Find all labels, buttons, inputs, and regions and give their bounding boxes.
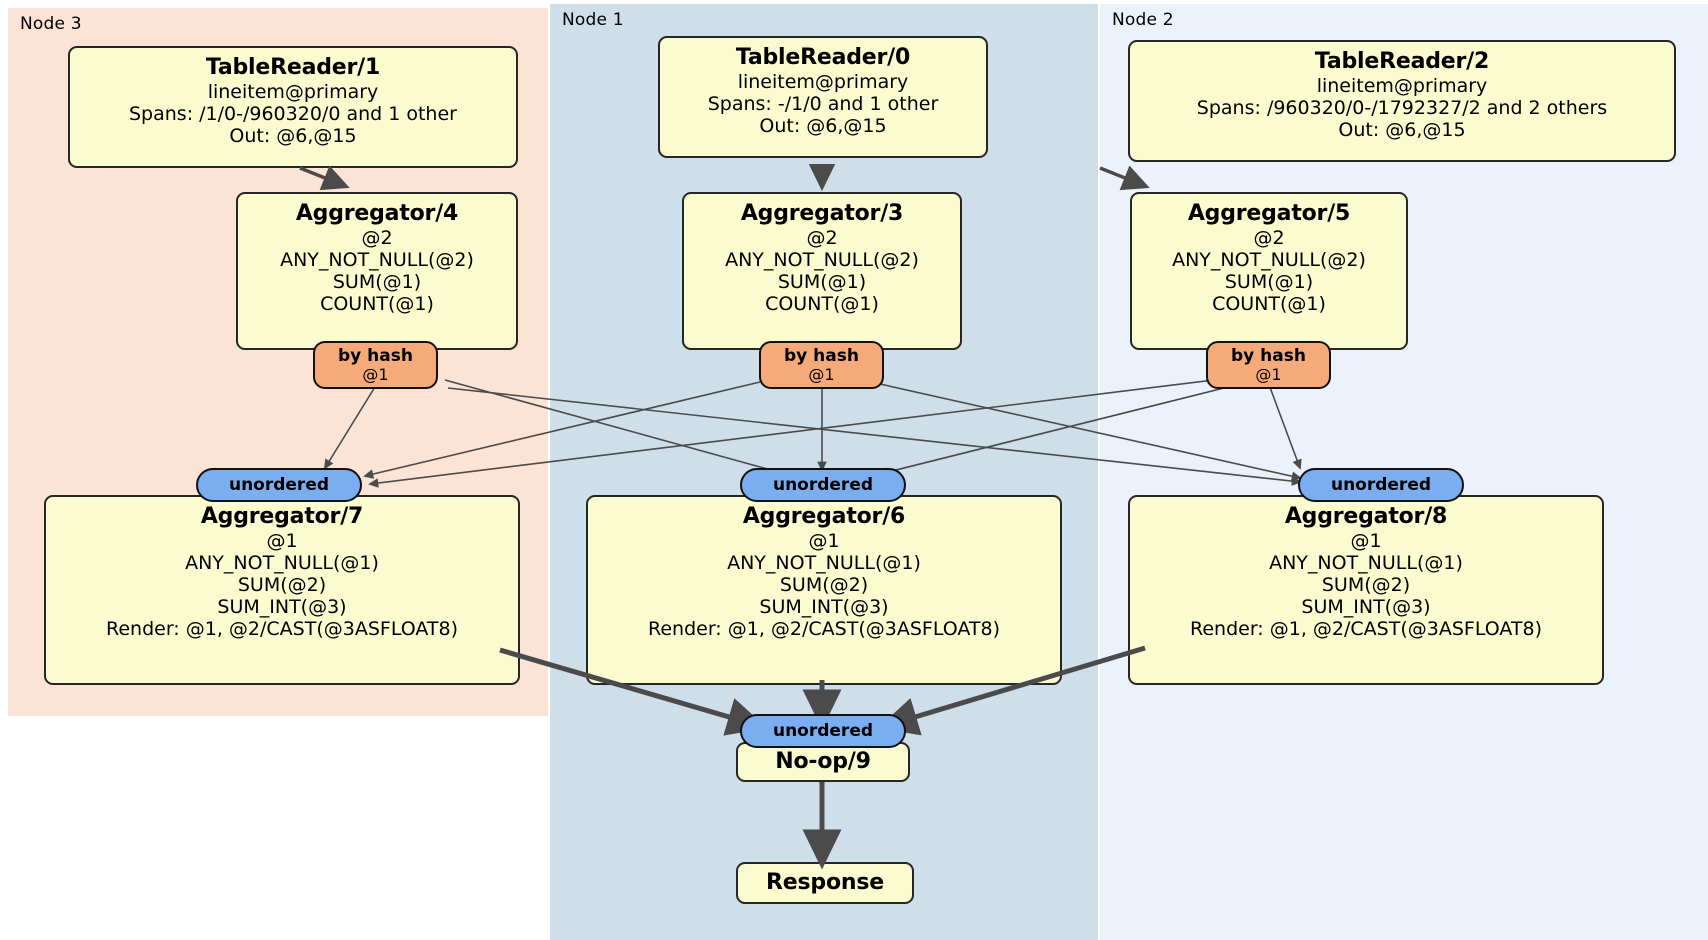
processor-aggregator-7[interactable]: Aggregator/7 @1 ANY_NOT_NULL(@1) SUM(@2)… — [44, 495, 520, 685]
hash-router-center[interactable]: by hash @1 — [759, 341, 884, 389]
processor-line: SUM_INT(@3) — [1301, 595, 1431, 618]
processor-line: @1 — [1350, 529, 1382, 552]
processor-line: Out: @6,@15 — [1338, 118, 1466, 141]
node-label-node3: Node 3 — [20, 14, 82, 34]
router-label: by hash — [784, 346, 859, 366]
processor-title: Aggregator/6 — [742, 504, 906, 529]
edge-hashL-unordR — [447, 387, 1302, 486]
edge-agg7-final — [499, 647, 768, 736]
edge-hashC-unordL — [363, 381, 761, 479]
processor-title: No-op/9 — [775, 749, 871, 774]
processor-line: SUM(@2) — [779, 573, 869, 596]
unordered-synchronizer-left[interactable]: unordered — [196, 468, 362, 502]
router-column: @1 — [808, 364, 835, 384]
processor-tablereader-0[interactable]: TableReader/0 lineitem@primary Spans: -/… — [658, 36, 988, 158]
edge-tr1-agg4 — [299, 165, 350, 191]
processor-tablereader-1[interactable]: TableReader/1 lineitem@primary Spans: /1… — [68, 46, 518, 168]
processor-line: lineitem@primary — [1316, 74, 1488, 97]
processor-line: @1 — [808, 529, 840, 552]
processor-title: TableReader/2 — [1314, 49, 1490, 74]
processor-line: ANY_NOT_NULL(@1) — [185, 551, 379, 574]
hash-router-left[interactable]: by hash @1 — [313, 341, 438, 389]
processor-line: COUNT(@1) — [320, 292, 434, 315]
processor-line: Spans: -/1/0 and 1 other — [707, 92, 939, 115]
node-label-node2: Node 2 — [1112, 10, 1174, 30]
processor-line: lineitem@primary — [737, 70, 909, 93]
edge-hashR-unordC — [878, 383, 1241, 477]
processor-line: @2 — [361, 226, 393, 249]
processor-line: ANY_NOT_NULL(@1) — [1269, 551, 1463, 574]
processor-title: Aggregator/7 — [200, 504, 364, 529]
unordered-synchronizer-final[interactable]: unordered — [740, 714, 906, 748]
processor-line: Render: @1, @2/CAST(@3ASFLOAT8) — [1190, 617, 1542, 640]
edge-hashR-unordL — [368, 377, 1231, 488]
processor-title: Aggregator/4 — [295, 201, 459, 226]
processor-line: Out: @6,@15 — [229, 124, 357, 147]
processor-aggregator-4[interactable]: Aggregator/4 @2 ANY_NOT_NULL(@2) SUM(@1)… — [236, 192, 518, 350]
processor-line: SUM(@2) — [237, 573, 327, 596]
unordered-synchronizer-center[interactable]: unordered — [740, 468, 906, 502]
synchronizer-label: unordered — [1330, 475, 1432, 495]
processor-line: Spans: /960320/0-/1792327/2 and 2 others — [1196, 96, 1608, 119]
processor-title: Aggregator/3 — [740, 201, 904, 226]
processor-line: SUM(@1) — [332, 270, 422, 293]
edge-hashL-unordL — [323, 381, 379, 470]
router-column: @1 — [1255, 364, 1282, 384]
synchronizer-label: unordered — [228, 475, 330, 495]
router-label: by hash — [1231, 346, 1306, 366]
processor-aggregator-3[interactable]: Aggregator/3 @2 ANY_NOT_NULL(@2) SUM(@1)… — [682, 192, 962, 350]
processor-line: @2 — [1253, 226, 1285, 249]
router-label: by hash — [338, 346, 413, 366]
processor-line: SUM(@1) — [1224, 270, 1314, 293]
processor-line: ANY_NOT_NULL(@2) — [725, 248, 919, 271]
unordered-synchronizer-right[interactable]: unordered — [1298, 468, 1464, 502]
processor-line: SUM_INT(@3) — [759, 595, 889, 618]
processor-tablereader-2[interactable]: TableReader/2 lineitem@primary Spans: /9… — [1128, 40, 1676, 162]
processor-title: Response — [766, 870, 884, 895]
hash-router-right[interactable]: by hash @1 — [1206, 341, 1331, 389]
processor-line: Render: @1, @2/CAST(@3ASFLOAT8) — [106, 617, 458, 640]
processor-title: TableReader/1 — [205, 55, 381, 80]
processor-line: @2 — [806, 226, 838, 249]
edge-hashL-unordC — [444, 379, 802, 481]
processor-line: SUM(@1) — [777, 270, 867, 293]
processor-line: @1 — [266, 529, 298, 552]
edge-tr2-agg5 — [1099, 165, 1150, 191]
edge-agg8-final — [877, 645, 1146, 736]
synchronizer-label: unordered — [772, 475, 874, 495]
processor-line: lineitem@primary — [207, 80, 379, 103]
edge-hashR-unordR — [1267, 381, 1302, 470]
node-label-node1: Node 1 — [562, 10, 624, 30]
edge-hashC-unordR — [879, 383, 1302, 481]
processor-line: COUNT(@1) — [765, 292, 879, 315]
router-column: @1 — [362, 364, 389, 384]
processor-line: Spans: /1/0-/960320/0 and 1 other — [129, 102, 457, 125]
processor-line: SUM(@2) — [1321, 573, 1411, 596]
processor-title: Aggregator/5 — [1187, 201, 1351, 226]
processor-aggregator-8[interactable]: Aggregator/8 @1 ANY_NOT_NULL(@1) SUM(@2)… — [1128, 495, 1604, 685]
processor-title: Aggregator/8 — [1284, 504, 1448, 529]
processor-aggregator-5[interactable]: Aggregator/5 @2 ANY_NOT_NULL(@2) SUM(@1)… — [1130, 192, 1408, 350]
processor-line: SUM_INT(@3) — [217, 595, 347, 618]
processor-line: ANY_NOT_NULL(@2) — [280, 248, 474, 271]
synchronizer-label: unordered — [772, 721, 874, 741]
processor-aggregator-6[interactable]: Aggregator/6 @1 ANY_NOT_NULL(@1) SUM(@2)… — [586, 495, 1062, 685]
processor-line: ANY_NOT_NULL(@2) — [1172, 248, 1366, 271]
processor-line: COUNT(@1) — [1212, 292, 1326, 315]
processor-title: TableReader/0 — [735, 45, 911, 70]
processor-line: Out: @6,@15 — [759, 114, 887, 137]
processor-line: ANY_NOT_NULL(@1) — [727, 551, 921, 574]
processor-line: Render: @1, @2/CAST(@3ASFLOAT8) — [648, 617, 1000, 640]
